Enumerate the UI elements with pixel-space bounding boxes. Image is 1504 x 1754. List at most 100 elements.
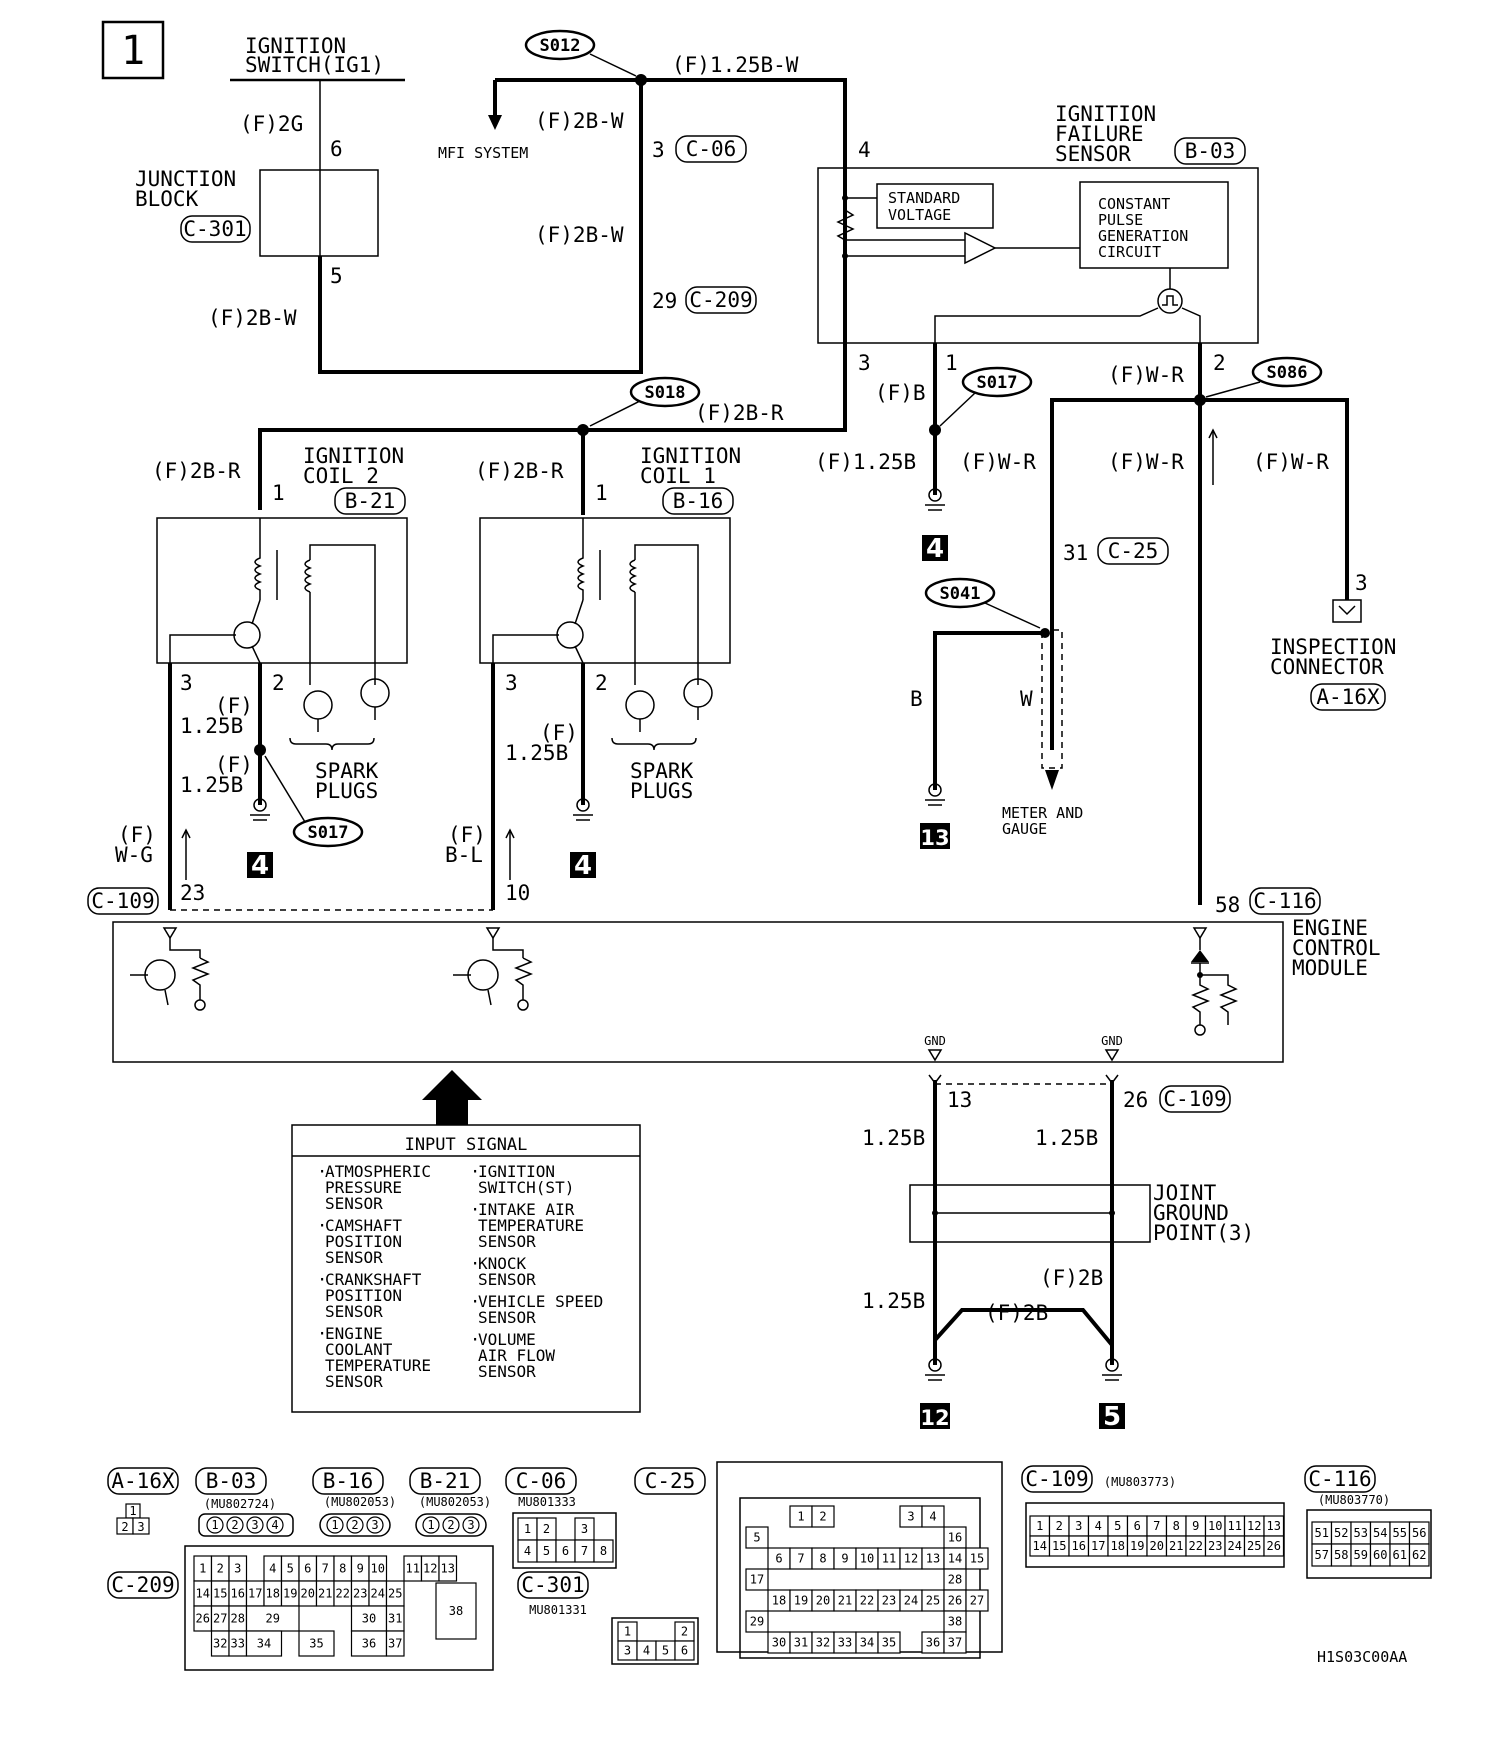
cv-c116-cell-label: 62	[1412, 1548, 1426, 1562]
cv-c25-cell-label: 11	[882, 1552, 896, 1566]
cv-c116-cell-label: 55	[1393, 1526, 1407, 1540]
coil2-box	[156, 517, 408, 664]
cv-c209-cell-label: 24	[371, 1587, 385, 1601]
input-signal-item-line: IGNITION	[478, 1162, 555, 1181]
input-signal-item-line: KNOCK	[478, 1254, 527, 1273]
conn-tag-c109-left	[87, 887, 159, 915]
ecm-driver-1-emit	[164, 989, 169, 1006]
mfi-pin-3: 3	[652, 138, 665, 162]
input-signal-item-line: VEHICLE SPEED	[478, 1292, 603, 1311]
cv-c25-cell-label: 35	[882, 1636, 896, 1650]
input-bullet: ·	[470, 1292, 480, 1312]
cv-c109-cell-label: 16	[1072, 1539, 1086, 1553]
coil1-w3b: B-L	[445, 843, 483, 867]
splice-dot-s018	[577, 424, 589, 436]
ecm-gnd-2: GND	[1101, 1034, 1123, 1048]
cv-b21-pin	[422, 1516, 440, 1534]
cv-c25-cell	[943, 1631, 967, 1654]
ifs-node-1	[842, 195, 848, 201]
cv-c25-cell-label: 38	[948, 1615, 962, 1629]
input-signal-item-line: INTAKE AIR	[478, 1200, 575, 1219]
cv-c25-cell-label: 5	[753, 1531, 760, 1545]
cv-c25-cell-label: 20	[816, 1594, 830, 1608]
input-signal-item-line: SWITCH(ST)	[478, 1178, 574, 1197]
cv-c116-part: (MU803770)	[1318, 1493, 1390, 1507]
gnd-pin-13: 13	[947, 1088, 972, 1112]
cv-a16x-p1: 1	[129, 1504, 136, 1518]
cv-c301-cell-label: 4	[643, 1644, 650, 1658]
coil1-w2a: (F)	[540, 721, 578, 745]
cv-c209-cell-label: 30	[362, 1612, 376, 1626]
spark-plug-1a	[625, 690, 655, 720]
joint-node-1	[932, 1210, 938, 1216]
cv-c116-name: C-116	[1308, 1467, 1371, 1491]
input-signal-item-line: SENSOR	[325, 1372, 383, 1391]
cv-tag-b21	[409, 1467, 481, 1495]
cv-c116-cell-label: 53	[1354, 1526, 1368, 1540]
cv-b21-pin	[462, 1516, 480, 1534]
splice-dot-s086	[1194, 394, 1206, 406]
cv-c209-cell-label: 11	[406, 1562, 420, 1576]
cv-c209-cell-label: 37	[388, 1637, 402, 1651]
cv-c209-cell-label: 25	[388, 1587, 402, 1601]
ecm-label-3: MODULE	[1292, 956, 1368, 980]
ifs-wire-wr-mid: (F)W-R	[1108, 450, 1184, 474]
cv-c109-cell-label: 9	[1192, 1519, 1199, 1533]
coil2-w2d: 1.25B	[180, 773, 243, 797]
cv-c109-cell-label: 5	[1114, 1519, 1121, 1533]
cv-b03-pin	[246, 1516, 264, 1534]
cv-b16-pin-label: 1	[331, 1518, 338, 1532]
wire-s041-b	[933, 631, 1045, 790]
joint-ground-box	[909, 1184, 1151, 1243]
coil1-collector	[574, 599, 584, 625]
ground-4-coil1-ring	[576, 798, 590, 812]
ecm-tri-10	[485, 927, 501, 940]
cv-c209-cell	[435, 1582, 477, 1640]
junction-block-box	[259, 169, 379, 257]
cv-c25-cell-label: 31	[794, 1636, 808, 1650]
cv-c25-cell-label: 4	[929, 1510, 936, 1524]
junction-block-label-1: JUNCTION	[135, 167, 236, 191]
cv-c25-cell-label: 10	[860, 1552, 874, 1566]
mfi-pin-29: 29	[652, 289, 677, 313]
splice-dot-s012	[635, 74, 647, 86]
gnd-conn-c109: C-109	[1163, 1087, 1226, 1111]
splice-s012-leader	[589, 53, 637, 77]
cv-c109-cell-label: 4	[1095, 1519, 1102, 1533]
cv-c209-cell-label: 1	[199, 1562, 206, 1576]
cv-tag-c25	[634, 1467, 706, 1495]
coil1-w3a: (F)	[448, 823, 486, 847]
ecm-driver-2-w	[492, 938, 524, 958]
cv-c209-cell-label: 18	[266, 1587, 280, 1601]
mfi-wire-a: (F)2B-W	[535, 109, 624, 133]
cv-c25-cell-label: 14	[948, 1552, 962, 1566]
cv-c25-cell	[745, 1568, 769, 1591]
cv-c25-cell	[965, 1589, 989, 1612]
splice-s017b-label: S017	[308, 823, 349, 843]
cv-c209-cell-label: 22	[336, 1587, 350, 1601]
cv-c209-cell-label: 15	[213, 1587, 227, 1601]
ground-a-ring	[928, 488, 942, 502]
ecm-gnd-1: GND	[924, 1034, 946, 1048]
ifs-int-7	[934, 307, 1159, 343]
cv-tag-b16	[312, 1467, 384, 1495]
cv-b03-pin-label: 4	[271, 1518, 278, 1532]
cv-c301-part: MU801331	[529, 1603, 587, 1617]
cv-c109-cell-label: 1	[1036, 1519, 1043, 1533]
std-voltage-2: VOLTAGE	[888, 206, 951, 224]
input-signal-item-line: ATMOSPHERIC	[325, 1162, 431, 1181]
cv-tag-c06	[505, 1467, 577, 1495]
page-number: 1	[121, 28, 145, 74]
cv-c06-cell-label: 5	[543, 1544, 550, 1558]
cv-c209-cell-label: 36	[362, 1637, 376, 1651]
coil1-emitter	[574, 645, 584, 664]
input-signal-item-line: POSITION	[325, 1232, 402, 1251]
input-bullet: ·	[470, 1254, 480, 1274]
coil2-w3a: (F)	[118, 823, 156, 847]
meter-wire-w: W	[1020, 687, 1033, 711]
cv-c109-cell-label: 7	[1153, 1519, 1160, 1533]
ecm-label-2: CONTROL	[1292, 936, 1381, 960]
cv-c25-cell-label: 18	[772, 1594, 786, 1608]
